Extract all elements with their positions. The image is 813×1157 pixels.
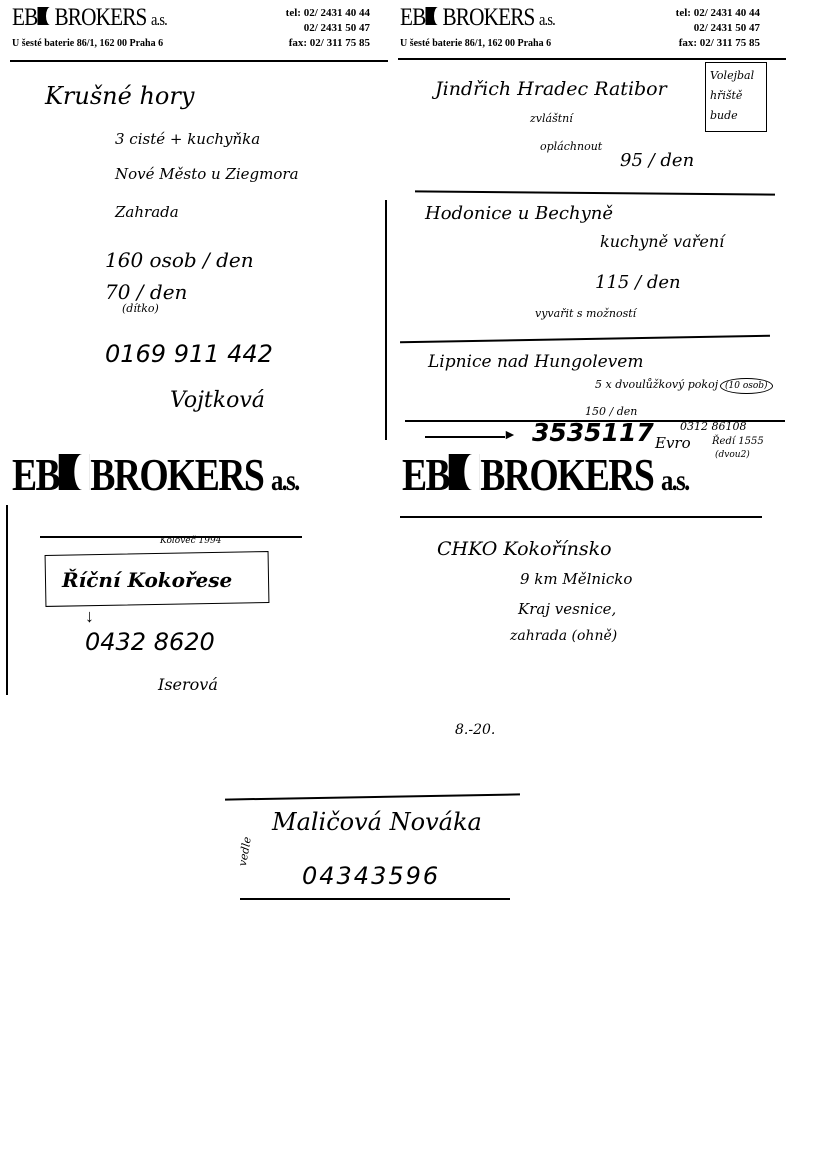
note-line: kuchyně vaření bbox=[600, 232, 725, 251]
divider bbox=[400, 516, 762, 518]
note-line: Volejbal hřiště bude bbox=[710, 69, 755, 122]
arrow-icon bbox=[425, 436, 505, 438]
note-title: Krušné hory bbox=[45, 82, 195, 110]
phone-number: 0312 86108 bbox=[680, 420, 747, 433]
arrow-icon: ► bbox=[503, 428, 517, 443]
note-line: Evro bbox=[655, 434, 691, 452]
arrow-down-icon: ↓ bbox=[85, 606, 94, 626]
note-line: zahrada (ohně) bbox=[510, 628, 618, 644]
note-title: Říční Kokořese bbox=[62, 568, 233, 592]
note-title: Maličová Nováka bbox=[272, 808, 482, 836]
phone-number: 0169 911 442 bbox=[105, 340, 273, 368]
note-title: Jindřich Hradec Ratibor bbox=[435, 78, 667, 100]
divider bbox=[398, 58, 786, 60]
note-title: CHKO Kokořínsko bbox=[437, 538, 612, 560]
note-line: 9 km Mělnicko bbox=[520, 570, 633, 588]
note-line: (dvou2) bbox=[715, 450, 750, 460]
divider bbox=[225, 793, 520, 801]
contact-name: Iserová bbox=[158, 675, 218, 694]
phone-number: 0432 8620 bbox=[85, 628, 215, 656]
divider bbox=[405, 420, 785, 422]
divider bbox=[400, 334, 770, 343]
divider bbox=[415, 190, 775, 196]
address: U šesté baterie 86/1, 162 00 Praha 6 bbox=[400, 38, 552, 49]
note-line: zvláštní bbox=[530, 112, 573, 125]
note-title: Lipnice nad Hungolevem bbox=[428, 352, 644, 372]
note-title: Hodonice u Bechyně bbox=[425, 203, 613, 224]
contact-block: tel: 02/ 2431 40 44 02/ 2431 50 47 fax: … bbox=[285, 7, 370, 49]
note-line: 70 / den bbox=[105, 280, 188, 304]
note-line: Zahrada bbox=[115, 203, 179, 221]
divider bbox=[6, 505, 8, 695]
divider bbox=[385, 200, 387, 440]
phone-number: 04343596 bbox=[302, 862, 441, 890]
phone-number: 3535117 bbox=[532, 418, 654, 447]
note-line: 160 osob / den bbox=[105, 248, 254, 272]
note-line: (dítko) bbox=[122, 302, 159, 315]
divider bbox=[40, 536, 302, 538]
note-line: vyvařit s možností bbox=[535, 307, 637, 320]
note-line: 95 / den bbox=[620, 150, 695, 171]
note-box bbox=[705, 62, 767, 132]
note-line: Kraj vesnice, bbox=[518, 600, 617, 618]
contact-block: tel: 02/ 2431 40 44 02/ 2431 50 47 fax: … bbox=[675, 7, 760, 49]
note-line: Koloveč 1994 bbox=[160, 536, 222, 546]
note-line: Ředí 1555 bbox=[712, 436, 764, 447]
divider bbox=[240, 898, 510, 900]
note-line: 150 / den bbox=[585, 405, 638, 418]
note-line: vedle bbox=[235, 835, 254, 868]
note-line: 3 cisté + kuchyňka bbox=[115, 130, 261, 148]
note-line: 5 x dvoulůžkový pokoj bbox=[595, 378, 719, 391]
note-line: opláchnout bbox=[540, 140, 603, 153]
note-line: (10 osob) bbox=[720, 378, 773, 394]
address: U šesté baterie 86/1, 162 00 Praha 6 bbox=[12, 38, 164, 49]
note-line: 115 / den bbox=[595, 272, 681, 293]
note-line: 8.-20. bbox=[455, 722, 496, 738]
divider bbox=[10, 60, 388, 62]
contact-name: Vojtková bbox=[170, 388, 265, 413]
note-line: Nové Město u Ziegmora bbox=[115, 165, 299, 183]
